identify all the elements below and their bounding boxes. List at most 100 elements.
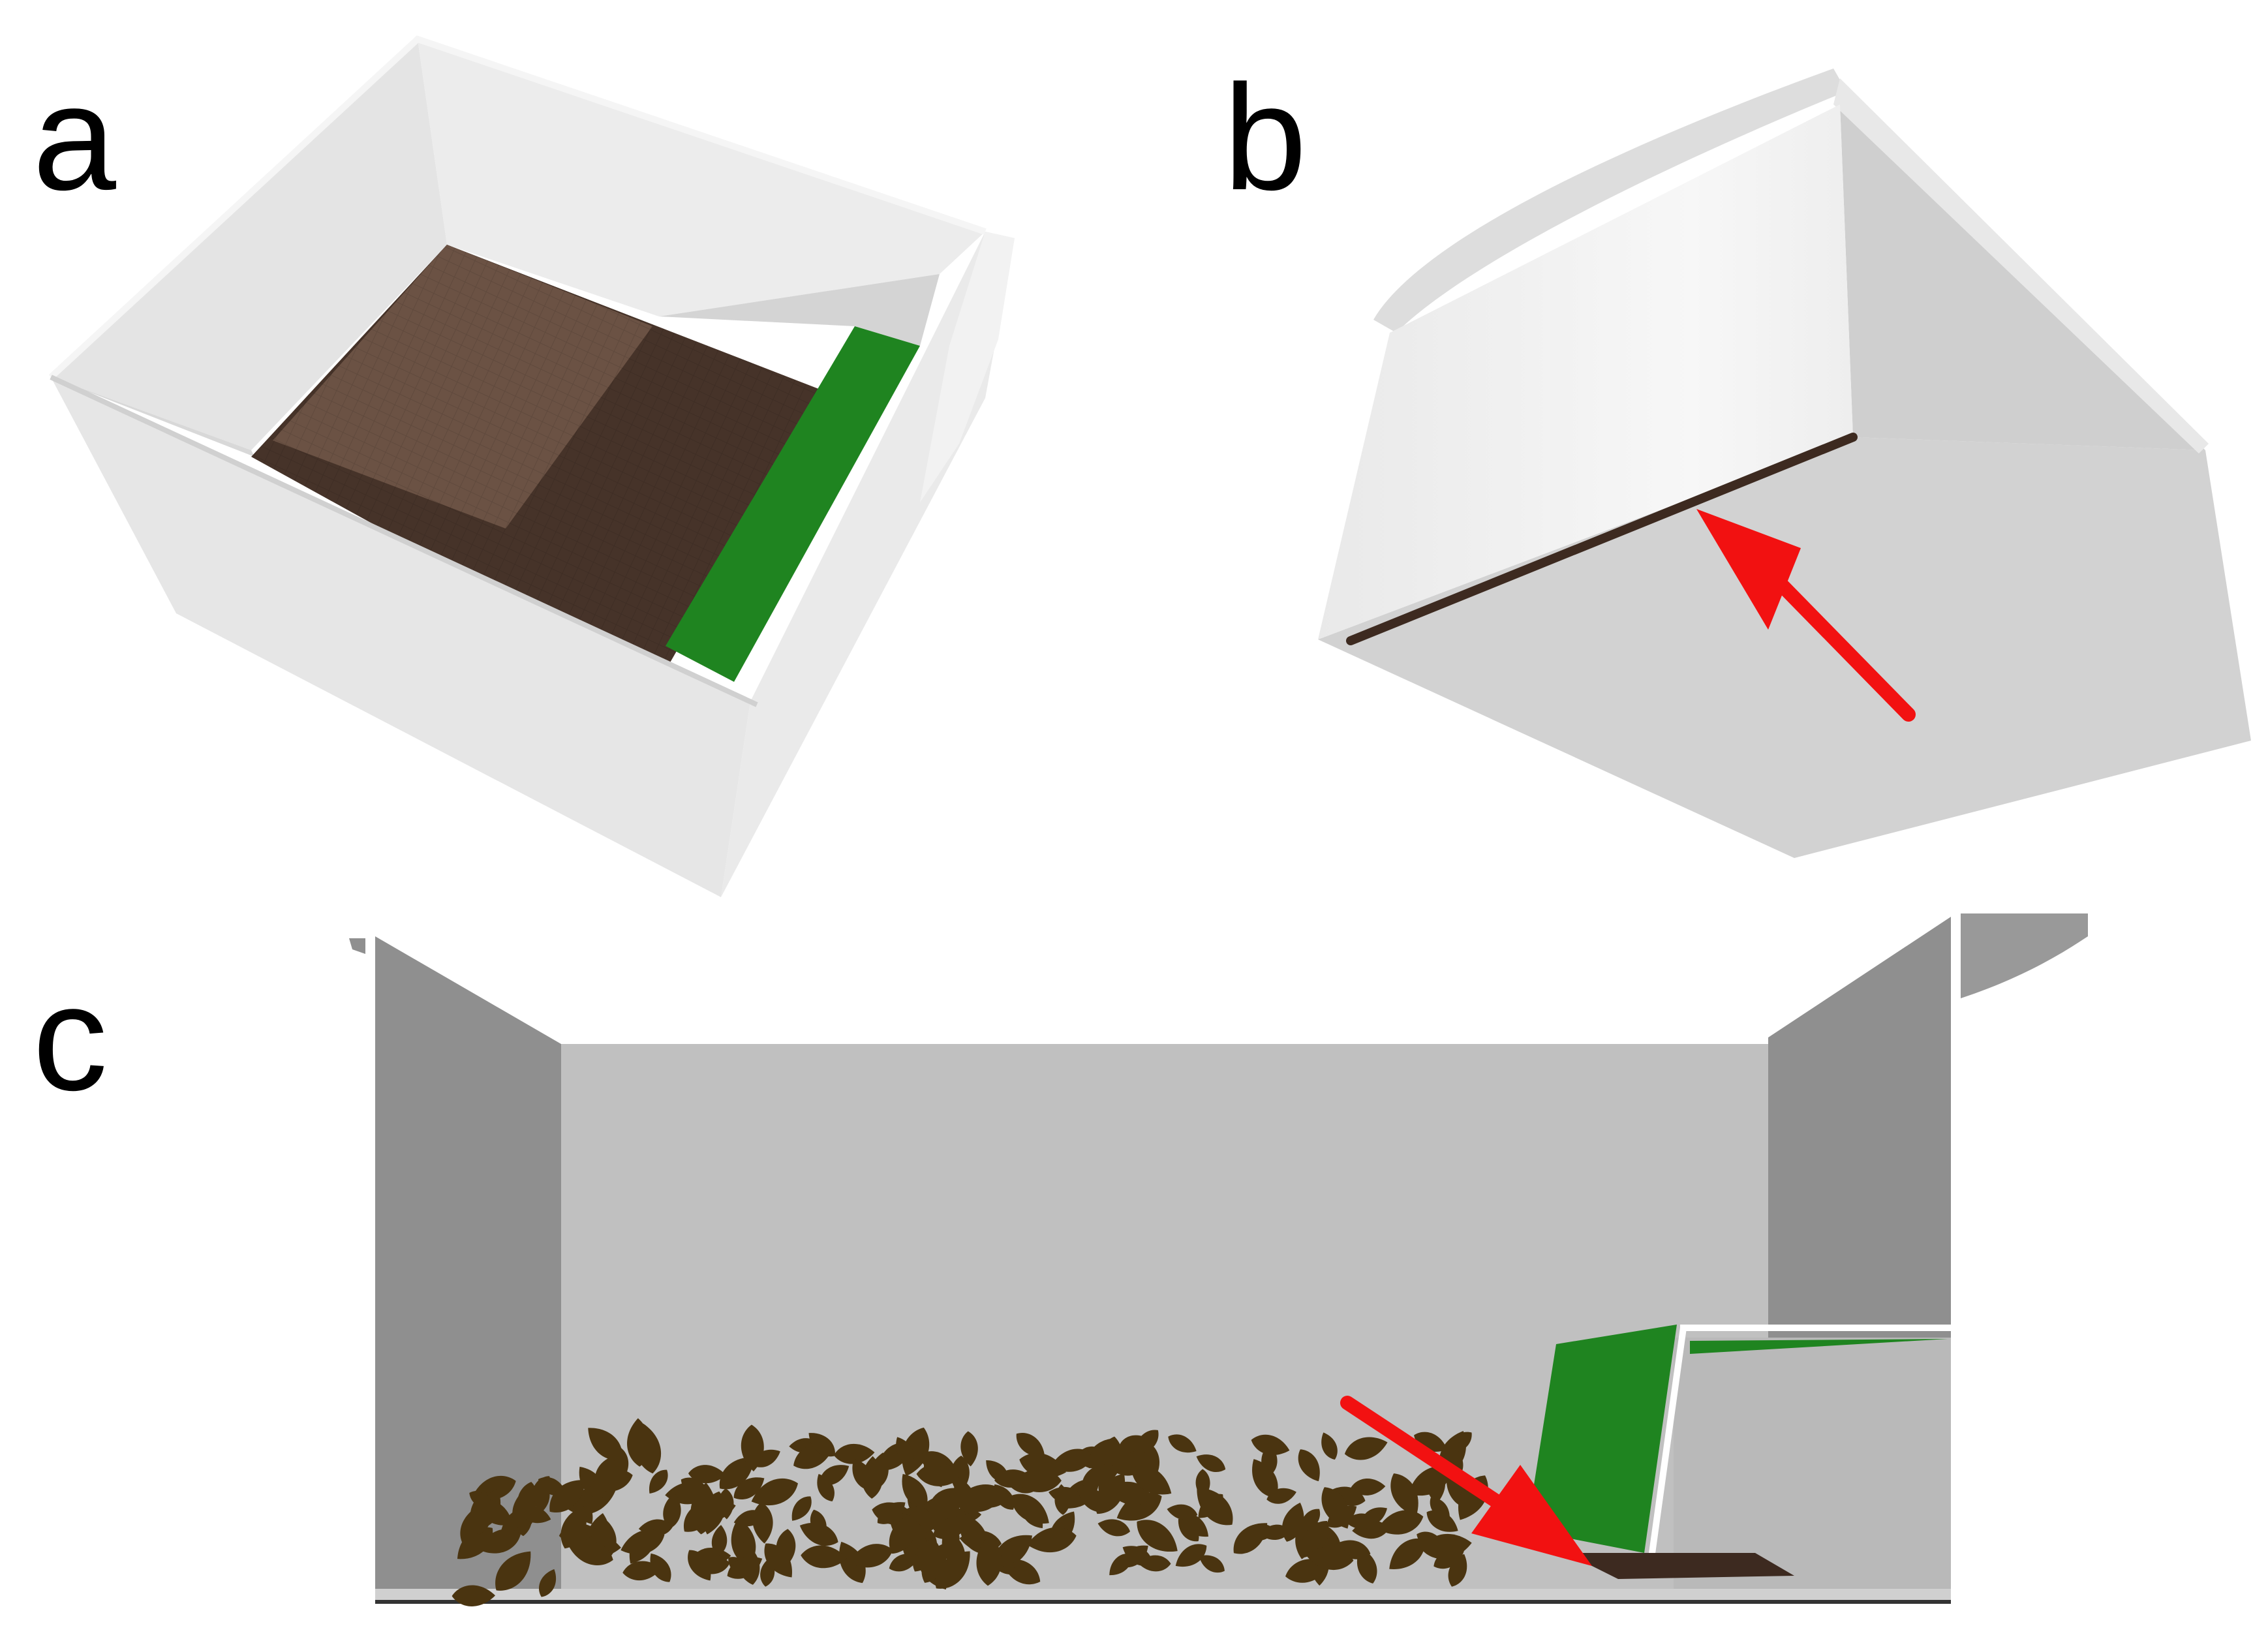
box-a-front-rim <box>50 375 758 707</box>
leaf <box>954 1477 975 1514</box>
box-c-floor <box>375 1589 1951 1602</box>
box-c-green-board <box>1527 1325 1677 1553</box>
leaf <box>1377 1510 1424 1535</box>
leaf <box>663 1493 681 1529</box>
leaf <box>470 1490 493 1535</box>
panel-label-b: b <box>1223 54 1307 221</box>
box-b-arrow-head <box>1696 509 1801 630</box>
leaf <box>1168 1434 1197 1453</box>
box-c-arrow <box>1340 1396 1527 1524</box>
box-b-front-face <box>1318 104 1853 639</box>
panel-label-a: a <box>33 54 116 221</box>
leaf <box>452 1585 496 1606</box>
leaf <box>549 1480 585 1512</box>
leaf <box>1197 1488 1233 1526</box>
leaf <box>932 1516 971 1539</box>
leaf <box>1109 1553 1132 1576</box>
leaf <box>1233 1523 1268 1554</box>
box-c-top-flap <box>1961 913 2088 998</box>
leaf <box>733 1477 765 1500</box>
leaf <box>902 1427 930 1477</box>
leaf <box>877 1502 906 1524</box>
leaf <box>889 1554 919 1572</box>
box-a-far-right-wall <box>418 39 985 316</box>
box-c-compartment-green-top <box>1690 1339 1948 1354</box>
leaf <box>889 1513 917 1554</box>
leaf <box>1389 1539 1425 1569</box>
leaf <box>751 1478 798 1506</box>
leaf <box>848 1544 893 1568</box>
leaf <box>1448 1554 1467 1587</box>
panel-c-box-side-view <box>349 913 2088 1606</box>
leaf <box>1300 1509 1321 1532</box>
leaf <box>1167 1504 1198 1520</box>
leaf <box>1175 1544 1207 1567</box>
leaf <box>1054 1484 1070 1515</box>
leaf <box>942 1529 966 1569</box>
green-board <box>666 326 920 682</box>
leaf <box>1298 1449 1320 1482</box>
leaf <box>539 1569 557 1597</box>
box-a-rim <box>48 35 987 380</box>
box-c-left-wall <box>375 936 561 1602</box>
leaf <box>690 1482 716 1535</box>
leaf <box>650 1553 671 1582</box>
leaf <box>1116 1492 1162 1521</box>
leaf <box>1433 1549 1464 1569</box>
leaf <box>896 1437 914 1465</box>
leaf <box>1131 1465 1172 1495</box>
leaf <box>478 1529 521 1554</box>
box-b-slot <box>1346 433 1858 645</box>
leaf <box>1027 1527 1077 1553</box>
leaf <box>1344 1437 1388 1460</box>
soil-lighter-patch-texture <box>273 245 652 529</box>
leaf <box>819 1465 850 1486</box>
leaf <box>560 1506 587 1549</box>
panel-a-box-top-view <box>48 35 1015 897</box>
leaf <box>986 1460 1009 1482</box>
leaf <box>1178 1518 1199 1542</box>
panel-label-c: c <box>33 954 108 1122</box>
leaf <box>1097 1519 1131 1537</box>
leaf <box>1137 1520 1178 1552</box>
leaf <box>1390 1473 1418 1516</box>
leaf <box>1306 1546 1354 1570</box>
leaf <box>495 1551 531 1591</box>
leaf <box>1321 1432 1338 1460</box>
leaf <box>741 1424 764 1472</box>
leaf <box>1002 1537 1024 1567</box>
leaf <box>921 1543 947 1583</box>
leaf <box>960 1431 978 1467</box>
leaf <box>1118 1435 1145 1452</box>
leaf <box>568 1540 613 1565</box>
leaf <box>621 1529 665 1555</box>
box-a-inner-left-wall <box>51 377 254 457</box>
leaf <box>727 1556 763 1579</box>
leaf <box>760 1557 775 1587</box>
leaf <box>1417 1531 1445 1549</box>
leaf <box>902 1474 928 1509</box>
leaf <box>808 1433 835 1457</box>
leaf <box>861 1456 883 1499</box>
leaf <box>1301 1520 1329 1558</box>
box-c-floor-slot <box>1566 1553 1794 1579</box>
leaf <box>688 1465 726 1484</box>
leaf <box>1019 1452 1066 1478</box>
leaf <box>791 1496 812 1521</box>
leaf <box>1082 1464 1117 1487</box>
leaf <box>924 1456 943 1488</box>
leaf <box>1321 1487 1349 1529</box>
leaf <box>649 1469 668 1494</box>
leaf <box>1082 1453 1111 1469</box>
leaf <box>1252 1459 1278 1498</box>
box-b-far-right-face <box>1833 78 2209 453</box>
leaf <box>457 1527 493 1559</box>
leaf <box>801 1545 847 1569</box>
leaf <box>1137 1555 1171 1572</box>
leaf <box>1199 1555 1225 1573</box>
box-a-inner-right-wall <box>659 274 940 346</box>
leaf <box>1351 1479 1386 1496</box>
leaf <box>688 1550 711 1581</box>
panel-b-box-bottom-view <box>1318 69 2251 858</box>
